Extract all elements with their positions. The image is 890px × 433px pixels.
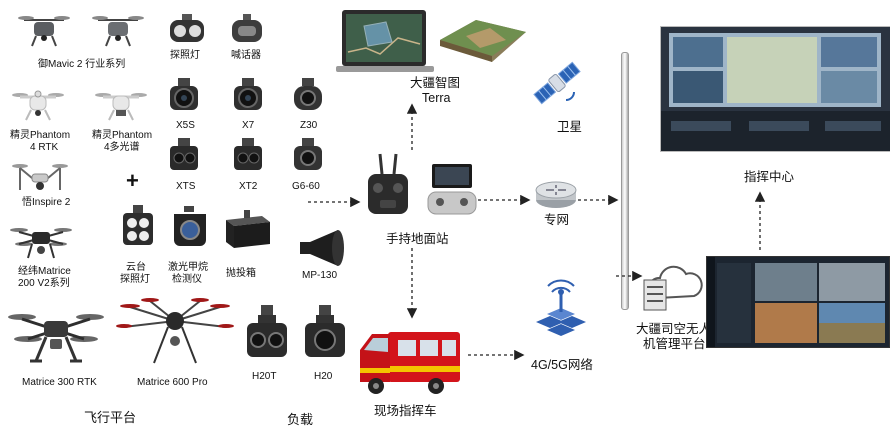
m600-label: Matrice 600 Pro <box>137 377 208 388</box>
dropper-label: 抛投箱 <box>226 268 256 279</box>
plus-sign: + <box>126 168 139 193</box>
smart-controller-icon <box>427 164 477 215</box>
speaker-label: 喊话器 <box>231 50 261 61</box>
terrain-3d-icon <box>440 20 526 62</box>
h20-camera-icon <box>305 305 345 357</box>
remote-controller-icon <box>368 153 408 214</box>
terra-title-line1: 大疆智图 <box>410 76 461 90</box>
cloud-server-icon <box>643 265 703 311</box>
flighthub-screenshot <box>706 256 890 348</box>
xts-camera-icon <box>170 138 198 170</box>
phantom4ms-label-line1: 精灵Phantom <box>92 130 153 141</box>
xt2-label: XT2 <box>239 181 258 192</box>
mavic2-drone-icon <box>18 16 70 47</box>
private-net-label: 专网 <box>544 213 570 227</box>
terra-title-line2: Terra <box>422 91 451 105</box>
mp130-label: MP-130 <box>302 270 338 281</box>
x5s-camera-icon <box>170 78 198 110</box>
cell-tower-icon <box>536 279 586 336</box>
m300-label: Matrice 300 RTK <box>22 377 97 388</box>
xt2-camera-icon <box>234 138 262 170</box>
command-center-label: 指挥中心 <box>744 170 795 184</box>
phantom4ms-drone-icon <box>95 93 147 121</box>
satellite-icon <box>533 61 581 105</box>
flight-platform-title: 飞行平台 <box>84 410 137 425</box>
x5s-label: X5S <box>176 120 195 131</box>
command-center-photo <box>660 26 890 152</box>
m600-drone-icon <box>116 298 234 364</box>
xts-label: XTS <box>176 181 196 192</box>
terra-laptop-icon <box>336 10 434 72</box>
g660-camera-icon <box>294 138 322 170</box>
m300-drone-icon <box>8 314 104 363</box>
methane-label-line1: 激光甲烷 <box>168 262 208 273</box>
phantom4rtk-drone-icon <box>12 90 64 121</box>
h20t-camera-icon <box>247 305 287 357</box>
methane-label-line2: 检测仪 <box>172 274 202 285</box>
command-truck-icon <box>360 332 460 394</box>
onsite-vehicle-label: 现场指挥车 <box>374 404 437 418</box>
gimbal-light-label-line1: 云台 <box>126 262 146 273</box>
mavic2-label: 御Mavic 2 行业系列 <box>38 59 126 70</box>
satellite-label: 卫星 <box>557 120 583 134</box>
phantom4rtk-label-line1: 精灵Phantom <box>10 130 71 141</box>
gimbal-light-icon <box>123 205 153 245</box>
spotlight-label: 探照灯 <box>170 50 200 61</box>
mp130-speaker-icon <box>300 230 344 266</box>
inspire2-label: 悟Inspire 2 <box>22 197 71 208</box>
network-backbone-bar <box>621 52 629 310</box>
inspire2-drone-icon <box>12 164 68 190</box>
platform-label-line1: 大疆司空无人 <box>636 322 712 336</box>
h20-label: H20 <box>314 371 333 382</box>
methane-detector-icon <box>174 206 206 246</box>
z30-camera-icon <box>294 78 322 110</box>
m200-label-line2: 200 V2系列 <box>18 278 70 289</box>
phantom4ms-label-line2: 4多光谱 <box>104 142 140 153</box>
m200-label-line1: 经纬Matrice <box>18 266 71 277</box>
payload-title: 负载 <box>287 412 314 427</box>
z30-label: Z30 <box>300 120 318 131</box>
platform-label-line2: 机管理平台 <box>643 337 706 351</box>
g660-label: G6-60 <box>292 181 320 192</box>
gimbal-light-label-line2: 探照灯 <box>120 274 150 285</box>
handheld-station-label: 手持地面站 <box>386 232 449 246</box>
router-icon <box>535 181 577 208</box>
spotlight-icon <box>170 14 204 42</box>
mavic2-drone-icon <box>92 16 144 47</box>
dropper-box-icon <box>226 210 270 248</box>
x7-camera-icon <box>234 78 262 110</box>
h20t-label: H20T <box>252 371 277 382</box>
network-4g5g-label: 4G/5G网络 <box>531 358 593 372</box>
phantom4rtk-label-line2: 4 RTK <box>30 142 59 153</box>
x7-label: X7 <box>242 120 255 131</box>
m200-drone-icon <box>10 228 72 259</box>
speaker-icon <box>232 14 262 42</box>
